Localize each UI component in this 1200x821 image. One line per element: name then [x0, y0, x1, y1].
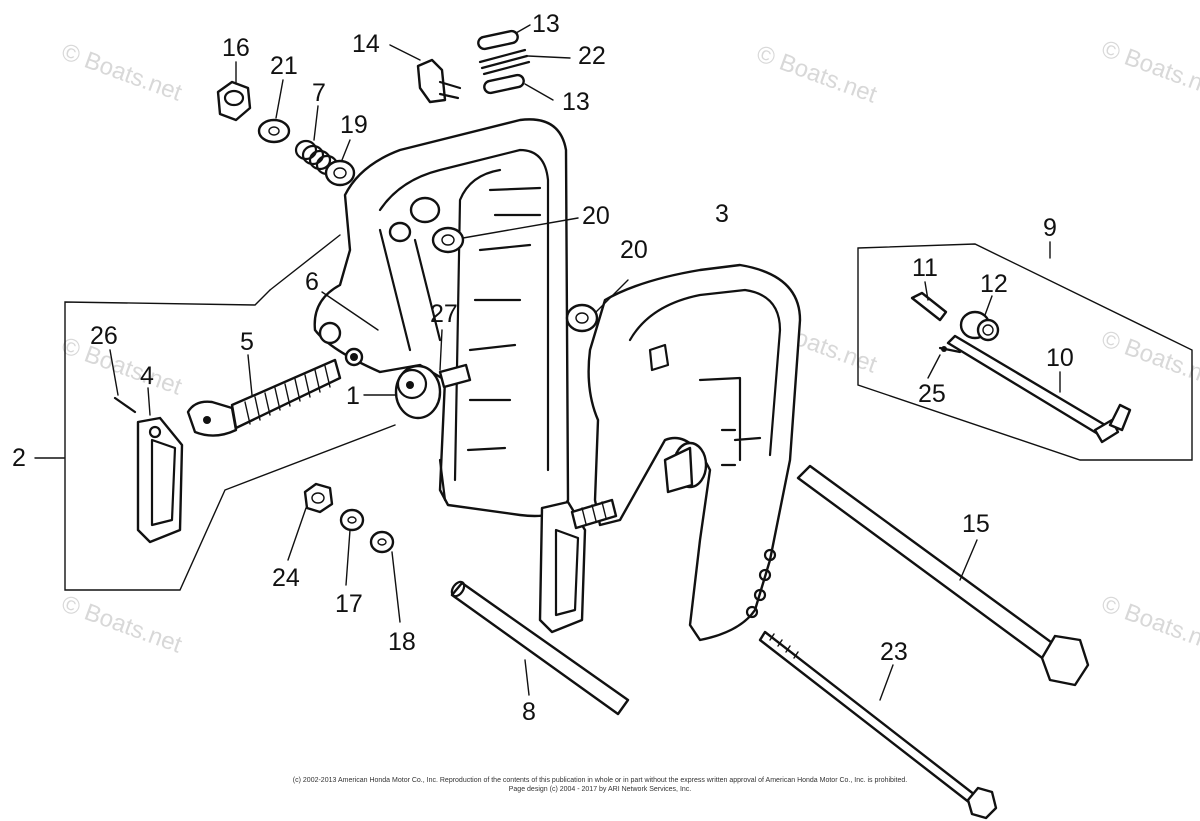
leader-lines	[34, 24, 1061, 701]
part-26-pin	[113, 396, 137, 414]
callout-label: 11	[912, 254, 938, 282]
part-15-bolt	[796, 464, 1090, 687]
part-13-pin-bottom	[483, 73, 525, 95]
part-1-friction-knob	[394, 364, 442, 420]
callout-label: 3	[715, 200, 729, 228]
callout-label: 12	[980, 270, 1008, 298]
callout-label: 8	[522, 698, 536, 726]
part-20-washer-b	[565, 303, 599, 333]
part-22-spring	[478, 48, 531, 76]
swivel-pin	[663, 441, 708, 494]
watermark-text: © Boats.net	[1098, 35, 1200, 103]
part-21-washer	[257, 118, 291, 144]
watermark-text: © Boats.net	[58, 332, 186, 400]
stern-bracket-left	[313, 118, 570, 518]
page-design-line: Page design (c) 2004 - 2017 by ARI Netwo…	[508, 786, 692, 793]
part-24-nut	[303, 482, 334, 514]
callout-label: 6	[305, 268, 319, 296]
part-23-bolt	[758, 630, 998, 820]
callout-label: 13	[532, 10, 560, 38]
callout-label: 18	[388, 628, 416, 656]
watermark-text: © Boats.net	[753, 40, 881, 108]
callout-labels: 16 21 7 19 14 13 22 13 20 20 3 9 11 12 1…	[12, 10, 1074, 726]
callout-label: 7	[312, 79, 326, 107]
part-10-tilt-rod	[946, 334, 1132, 444]
callout-label: 26	[90, 322, 118, 350]
callout-label: 1	[346, 382, 360, 410]
group-outline-9	[857, 243, 1193, 461]
part-11-pin	[910, 291, 948, 322]
part-4-clamp-bracket	[136, 416, 184, 544]
callout-label: 25	[918, 380, 946, 408]
part-20-washer-a	[431, 226, 465, 254]
callout-label: 4	[140, 362, 154, 390]
callout-label: 2	[12, 444, 26, 472]
callout-label: 19	[340, 111, 368, 139]
copyright-line: (c) 2002-2013 American Honda Motor Co., …	[292, 777, 908, 784]
part-19-washer	[324, 159, 356, 187]
callout-label: 22	[578, 42, 606, 70]
part-8-rod	[450, 580, 630, 716]
watermark-text: © Boats.net	[1098, 590, 1200, 658]
copyright-notice: (c) 2002-2013 American Honda Motor Co., …	[0, 776, 1200, 794]
part-12-cap	[959, 310, 1000, 342]
watermark-text: © Boats.net	[58, 38, 186, 106]
part-27-bolt	[438, 363, 472, 389]
callout-label: 9	[1043, 214, 1057, 242]
part-3-swivel-case	[587, 263, 802, 642]
part-16-nut	[216, 80, 252, 122]
part-18-washer	[369, 530, 395, 554]
group-outline-2	[64, 234, 396, 591]
callout-label: 27	[430, 300, 458, 328]
callout-label: 20	[620, 236, 648, 264]
callout-label: 14	[352, 30, 380, 58]
part-13-pin-top	[477, 29, 519, 51]
callout-label: 15	[962, 510, 990, 538]
watermark-text: © Boats.net	[58, 590, 186, 658]
callout-label: 23	[880, 638, 908, 666]
callout-label: 16	[222, 34, 250, 62]
callout-label: 10	[1046, 344, 1074, 372]
watermark-text: © Boats.net	[1098, 325, 1200, 393]
callout-label: 13	[562, 88, 590, 116]
part-14-clip	[416, 58, 462, 104]
part-17-washer	[339, 508, 365, 532]
callout-label: 20	[582, 202, 610, 230]
part-25-pin	[938, 346, 962, 354]
part-5-thumb-screw	[186, 358, 342, 437]
callout-label: 5	[240, 328, 254, 356]
callout-label: 21	[270, 52, 298, 80]
callout-label: 17	[335, 590, 363, 618]
clamp-bracket-right	[538, 498, 618, 634]
callout-label: 24	[272, 564, 300, 592]
